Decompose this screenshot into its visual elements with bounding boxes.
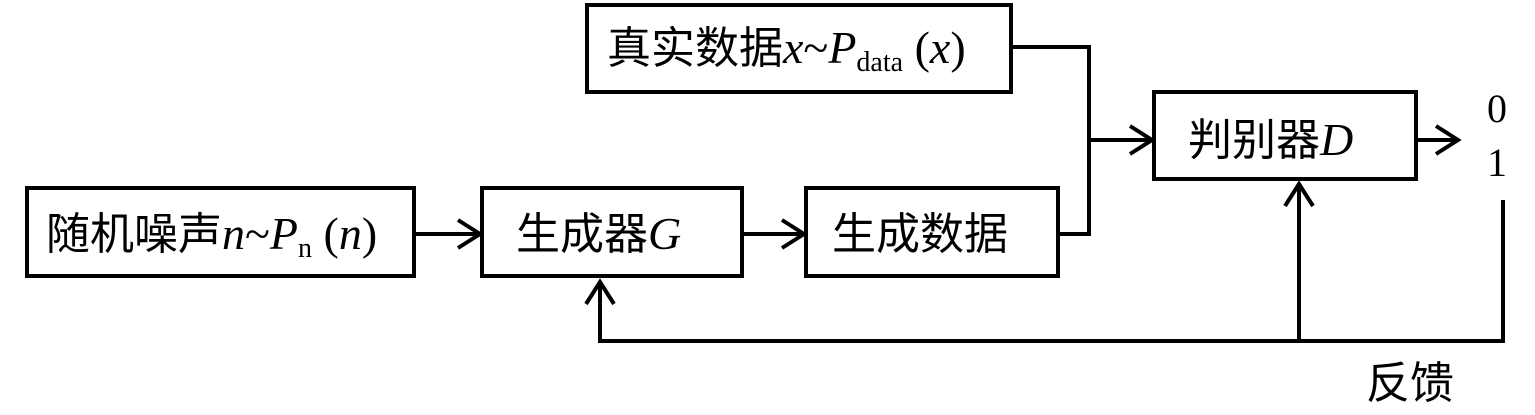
arrowhead-generated <box>780 218 808 250</box>
arrowhead-output <box>1434 124 1462 156</box>
arrowhead-discriminator <box>1128 124 1156 156</box>
discriminator-box <box>1152 90 1418 181</box>
connector-lines <box>414 45 1505 343</box>
generator-label: 生成器G <box>516 208 681 260</box>
generated-data-label: 生成数据 <box>832 209 1008 260</box>
output-zero: 0 <box>1487 86 1507 131</box>
arrowheads <box>456 124 1462 306</box>
real-data-box <box>585 3 1013 94</box>
arrowhead-discriminator-feedback <box>1283 180 1315 208</box>
discriminator-label: 判别器D <box>1188 114 1353 166</box>
arrowhead-generator <box>456 218 484 250</box>
real-data-label: 真实数据x~Pdata (x) <box>607 22 966 78</box>
generated-data-box <box>804 186 1060 278</box>
output-one: 1 <box>1487 140 1507 185</box>
feedback-loop-line <box>598 200 1505 343</box>
arrowhead-generator-feedback <box>584 278 616 306</box>
feedback-label: 反馈 <box>1366 358 1454 409</box>
noise-box <box>25 186 416 278</box>
noise-label: 随机噪声n~Pn (n) <box>46 208 377 264</box>
